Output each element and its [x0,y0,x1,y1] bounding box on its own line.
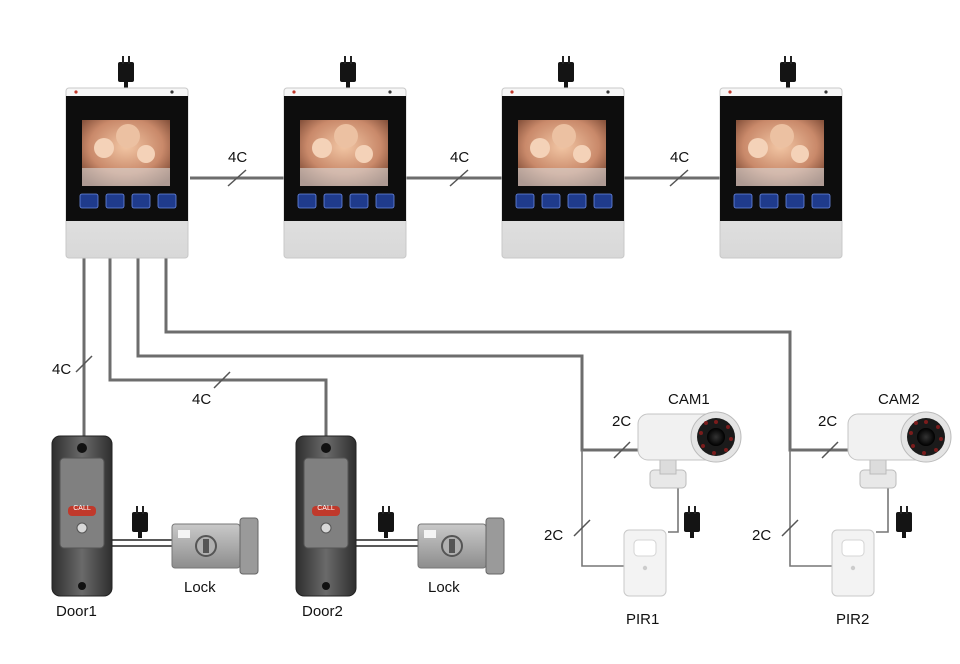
cable-label-4c: 4C [670,149,689,166]
cable-ticks [75,169,839,537]
pir-1-label: PIR1 [626,611,659,628]
cable-label-2c: 2C [544,527,563,544]
call-label: CALL [317,505,335,512]
wiring [82,176,889,567]
cable-label-4c: 4C [450,149,469,166]
pir-sensor-2 [831,506,912,597]
door-2-label: Door2 [302,603,343,620]
power-adapter-icon [132,506,148,538]
pir-sensor-1 [623,506,700,597]
camera-1-label: CAM1 [668,391,710,408]
power-adapter-icon [340,56,356,88]
power-adapter-icon [378,506,394,538]
call-label: CALL [73,505,91,512]
cable-label-4c: 4C [228,149,247,166]
camera-2-label: CAM2 [878,391,920,408]
door-station-2: CALL [295,435,357,597]
power-adapter-icon [780,56,796,88]
cable-label-2c: 2C [818,413,837,430]
cable-label-4c: 4C [52,361,71,378]
power-adapter-icon [118,56,134,88]
door-station-1: CALL [51,435,113,597]
power-adapter-icon [896,506,912,538]
monitor-4 [719,56,843,259]
camera-2 [847,411,952,489]
cable-label-2c: 2C [752,527,771,544]
cable-label-2c: 2C [612,413,631,430]
door-1-label: Door1 [56,603,97,620]
monitor-3 [501,56,625,259]
power-adapter-icon [684,506,700,538]
pir-2-label: PIR2 [836,611,869,628]
lock-2-label: Lock [428,579,460,596]
camera-1 [637,411,742,489]
labels: 4C 4C 4C 4C 4C 2C 2C 2C 2C CAM1 CAM2 Doo… [52,149,920,628]
monitor-2 [283,56,407,259]
cable-label-4c: 4C [192,391,211,408]
lock-1-label: Lock [184,579,216,596]
monitor-1 [65,56,189,259]
power-adapter-icon [558,56,574,88]
